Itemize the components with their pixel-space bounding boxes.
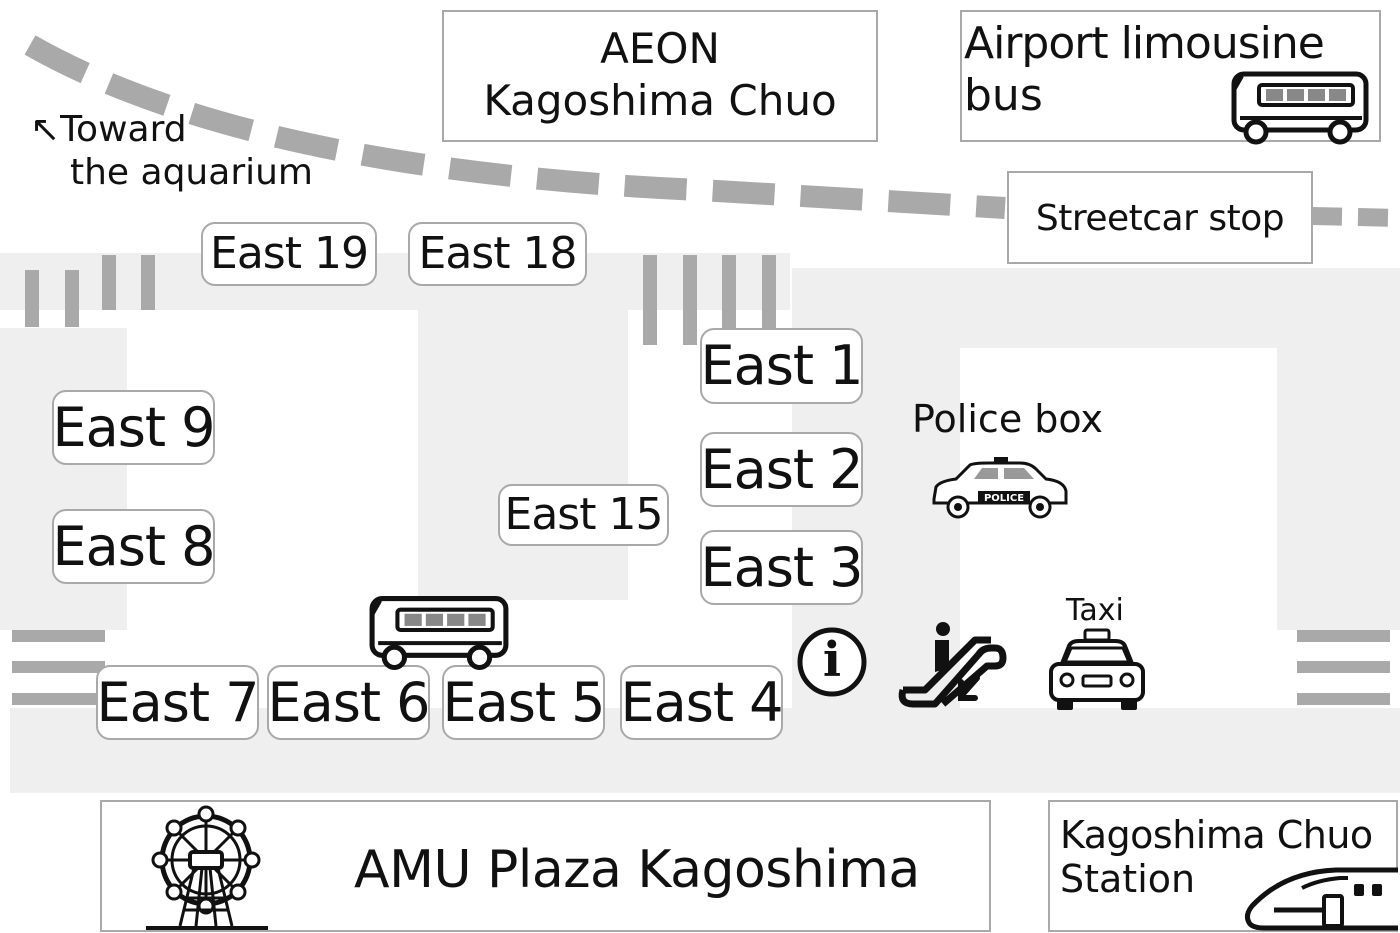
aquarium-line2: the aquarium (70, 152, 313, 193)
airport-line2: bus (964, 70, 1043, 121)
stop-east-7[interactable]: East 7 (96, 665, 260, 740)
stop-east-18[interactable]: East 18 (408, 222, 587, 286)
aeon-line1: AEON (600, 24, 720, 73)
train-icon (1244, 867, 1398, 931)
stop-east-5[interactable]: East 5 (442, 665, 606, 740)
bus-icon (1231, 71, 1369, 145)
streetcar-stop-box: Streetcar stop (1007, 171, 1313, 264)
taxi-icon (1049, 628, 1145, 710)
svg-text:POLICE: POLICE (984, 493, 1024, 504)
stop-east-19[interactable]: East 19 (201, 222, 377, 286)
bus-icon (369, 596, 509, 671)
ferris-wheel-icon (146, 805, 268, 930)
road-far-right-block (1277, 348, 1400, 630)
stop-east-4[interactable]: East 4 (620, 665, 784, 740)
info-icon (797, 627, 867, 697)
aeon-box: AEON Kagoshima Chuo (442, 10, 878, 142)
station-line1: Kagoshima Chuo (1060, 813, 1373, 857)
info-symbol: i (822, 632, 842, 688)
streetcar-stop-label: Streetcar stop (1035, 198, 1285, 239)
stop-east-9[interactable]: East 9 (52, 390, 216, 465)
aquarium-line1: ↖Toward (30, 109, 187, 150)
aeon-line2: Kagoshima Chuo (483, 76, 837, 125)
road-top-horizontal (0, 253, 790, 310)
stop-east-3[interactable]: East 3 (700, 530, 864, 605)
stop-east-2[interactable]: East 2 (700, 432, 864, 507)
amu-plaza-label: AMU Plaza Kagoshima (354, 840, 920, 900)
airport-line1: Airport limousine (964, 18, 1325, 69)
stop-east-15[interactable]: East 15 (498, 484, 669, 546)
police-car-icon: POLICE (932, 457, 1068, 519)
police-box-label: Police box (912, 397, 1103, 441)
kagoshima-chuo-station-box: Kagoshima Chuo Station (1048, 800, 1398, 932)
stop-east-6[interactable]: East 6 (267, 665, 431, 740)
stop-east-8[interactable]: East 8 (52, 509, 216, 584)
amu-plaza-box: AMU Plaza Kagoshima (100, 800, 991, 932)
escalator-icon (898, 622, 1007, 708)
station-line2: Station (1060, 857, 1196, 901)
taxi-label: Taxi (1066, 593, 1124, 628)
airport-limousine-box: Airport limousine bus (960, 10, 1381, 145)
stop-east-1[interactable]: East 1 (700, 328, 864, 404)
